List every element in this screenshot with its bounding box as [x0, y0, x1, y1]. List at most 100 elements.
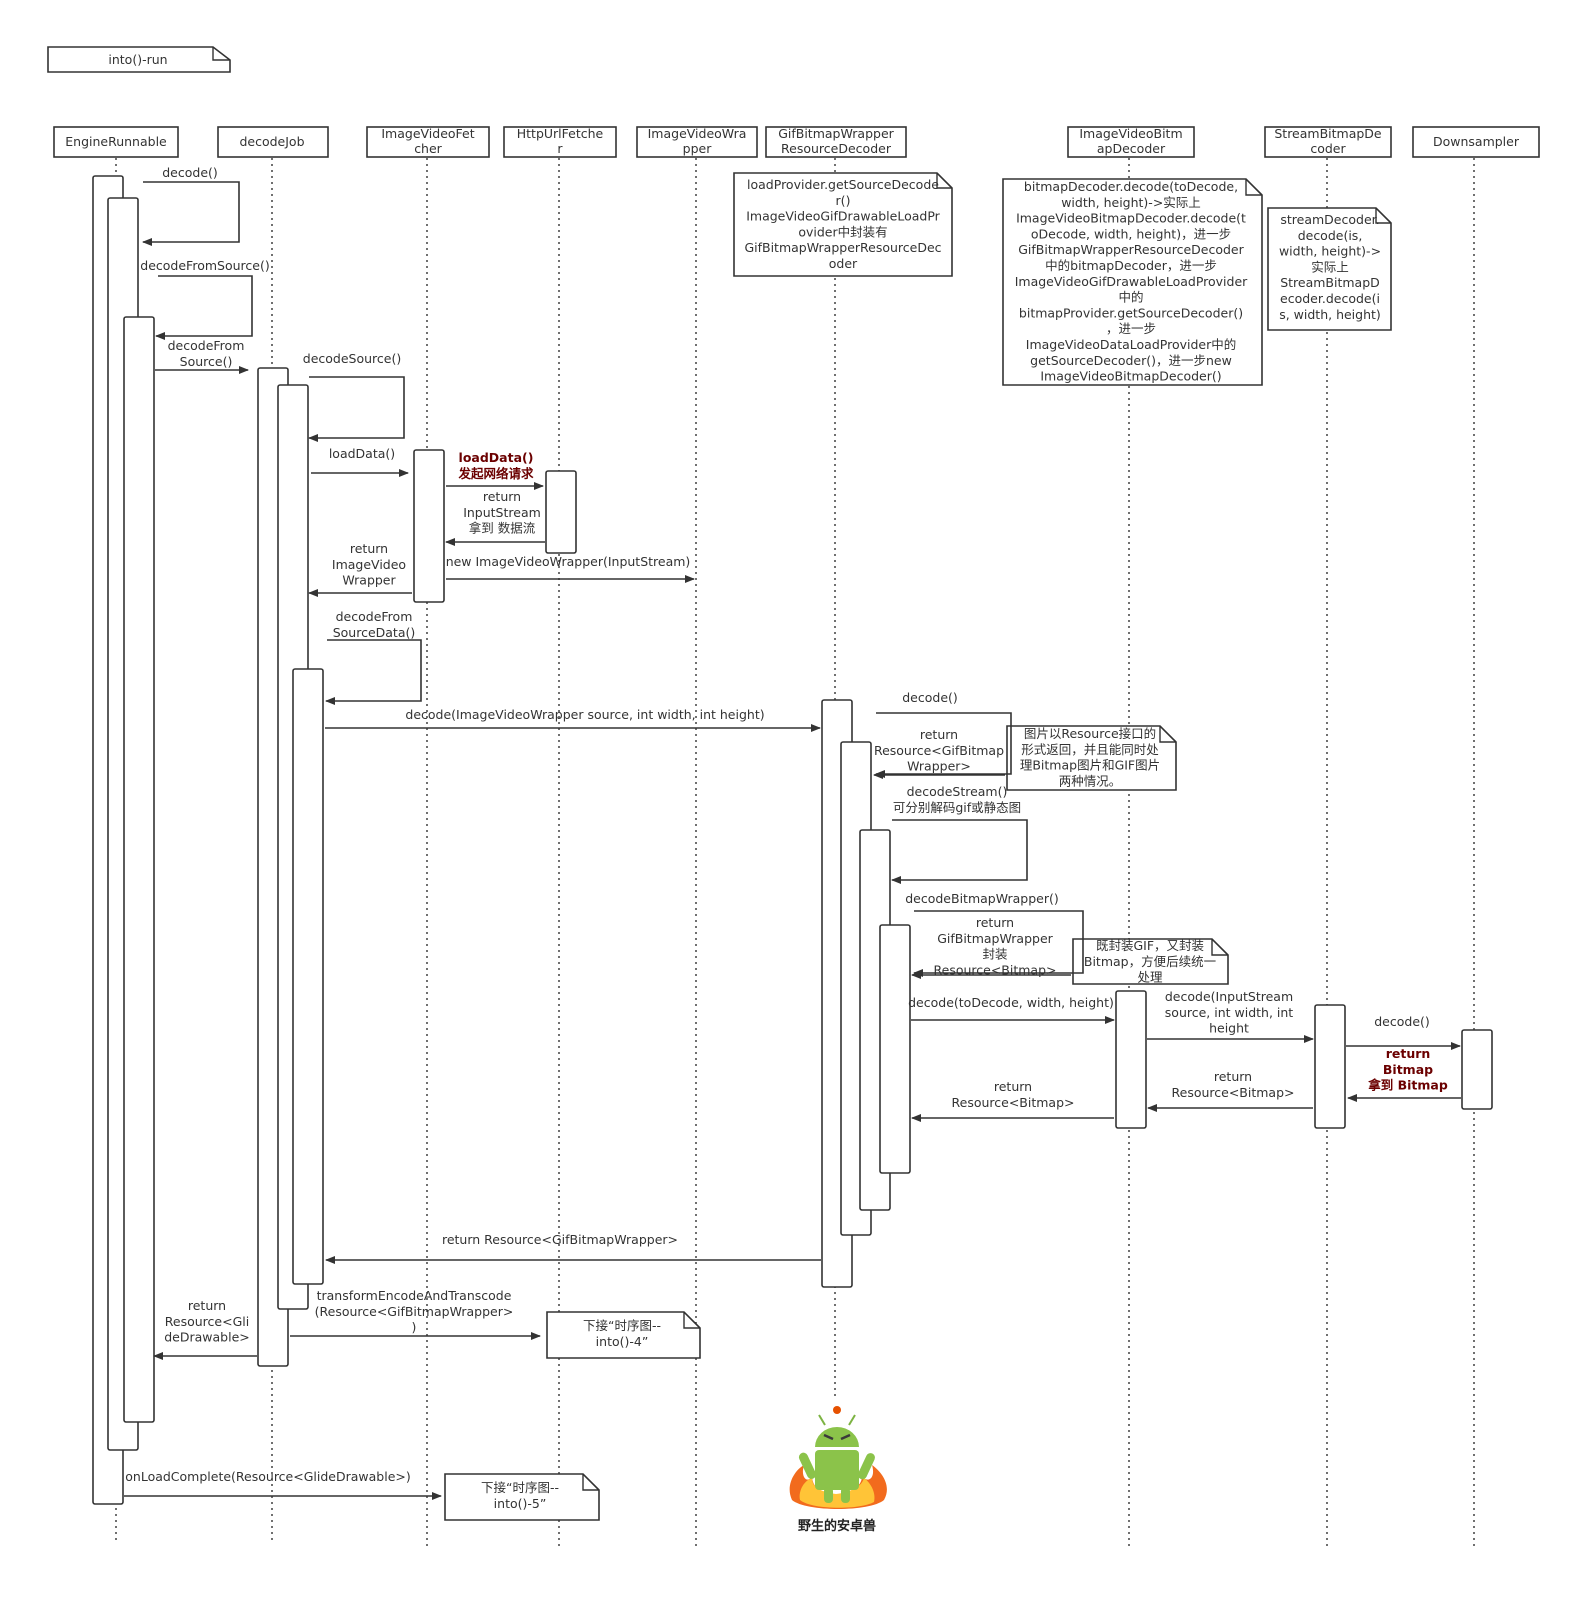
text-line: Resource<Bitmap>	[934, 962, 1057, 977]
text-line: width, height)->实际上	[1061, 195, 1201, 210]
text-line: 图片以Resource接口的	[1024, 726, 1156, 741]
text-line: return	[188, 1298, 226, 1313]
text-line: ImageVideoGifDrawableLoadPr	[746, 209, 940, 224]
text-line: HttpUrlFetche	[517, 126, 604, 141]
note-resource-interface: 图片以Resource接口的形式返回，并且能同时处理Bitmap图片和GIF图片…	[1006, 725, 1177, 791]
text-line: decodeFrom	[336, 609, 413, 624]
text-line: 拿到 数据流	[469, 521, 536, 536]
text-line: GifBitmapWrapper	[937, 931, 1053, 946]
message-label: onLoadComplete(Resource<GlideDrawable>)	[125, 1469, 411, 1484]
text-line: oDecode, width, height)，进一步	[1031, 226, 1231, 241]
message-decode-source-self: decodeSource()	[303, 351, 405, 442]
message-decode-self: decode()	[142, 165, 240, 246]
text-line: ImageVideoDataLoadProvider中的	[1026, 337, 1236, 352]
activation-bar	[1115, 990, 1147, 1129]
note-text: bitmapDecoder.decode(toDecode,width, hei…	[1015, 179, 1248, 384]
text-line: bitmapDecoder.decode(toDecode,	[1024, 179, 1238, 194]
text-line: ImageVideoBitm	[1079, 126, 1182, 141]
message-decode-from-source-self: decodeFromSource()	[140, 258, 270, 340]
note-stream-decoder: streamDecoder.decode(is,width, height)->…	[1267, 207, 1392, 331]
text-line: decode()	[1374, 1014, 1430, 1029]
activation-bar	[879, 924, 911, 1174]
text-line: r()	[836, 193, 851, 208]
message-decode-downsampler: decode()	[1346, 1014, 1461, 1050]
text-line: Resource<GifBitmap	[874, 743, 1004, 758]
message-label: return Resource<GifBitmapWrapper>	[442, 1232, 678, 1247]
text-line: 实际上	[1311, 259, 1349, 274]
text-line: height	[1209, 1021, 1249, 1036]
message-decode-to-decode: decode(toDecode, width, height)	[908, 995, 1115, 1024]
svg-text:decodeJob: decodeJob	[239, 134, 304, 149]
participant-engine-runnable: EngineRunnable	[53, 126, 179, 158]
text-line: ImageVideoBitmapDecoder()	[1040, 369, 1221, 384]
text-line: into()-5”	[494, 1496, 547, 1511]
text-line: return	[1214, 1069, 1252, 1084]
note-text: streamDecoder.decode(is,width, height)->…	[1279, 212, 1381, 322]
message-label: decode(toDecode, width, height)	[908, 995, 1114, 1010]
text-line: loadData()	[459, 450, 534, 465]
text-line: decodeBitmapWrapper()	[905, 891, 1059, 906]
text-line: Wrapper>	[907, 759, 971, 774]
text-line: ResourceDecoder	[781, 141, 892, 156]
text-line: Resource<Bitmap>	[952, 1095, 1075, 1110]
message-label: decodeStream()可分别解码gif或静态图	[893, 784, 1021, 815]
participant-decode-job: decodeJob	[217, 126, 329, 158]
activation-bar	[1461, 1029, 1493, 1110]
text-line: 可分别解码gif或静态图	[893, 800, 1021, 815]
text-line: 发起网络请求	[457, 466, 534, 481]
activation-bar	[1314, 1004, 1346, 1129]
frame-title: into()-run	[108, 52, 167, 67]
text-line: GifBitmapWrapperResourceDec	[744, 240, 941, 255]
text-line: width, height)->	[1279, 244, 1381, 259]
text-line: return	[483, 489, 521, 504]
text-line: return	[350, 541, 388, 556]
text-line: 形式返回，并且能同时处	[1021, 742, 1159, 757]
message-return-resource-gif-bitmap-wrapper-final: return Resource<GifBitmapWrapper>	[325, 1232, 821, 1264]
text-line: ，进一步	[1106, 321, 1156, 336]
text-line: deDrawable>	[164, 1330, 250, 1345]
message-on-load-complete: onLoadComplete(Resource<GlideDrawable>)	[124, 1469, 442, 1500]
android-mascot-icon	[789, 1406, 887, 1509]
text-line: StreamBitmapD	[1280, 275, 1380, 290]
message-decode-stream-self: decodeStream()可分别解码gif或静态图	[891, 784, 1028, 884]
text-line: return	[920, 727, 958, 742]
message-label: loadData()发起网络请求	[457, 450, 534, 481]
text-line: into()-4”	[596, 1334, 649, 1349]
text-line: pper	[683, 141, 713, 156]
text-line: 下接“时序图--	[481, 1480, 559, 1495]
text-line: apDecoder	[1097, 141, 1166, 156]
text-line: GifBitmapWrapper	[778, 126, 894, 141]
message-label: decodeFromSource()	[140, 258, 269, 273]
message-decode-image-video-wrapper: decode(ImageVideoWrapper source, int wid…	[325, 707, 821, 732]
message-label: decode()	[1374, 1014, 1430, 1029]
text-line: ImageVideoGifDrawableLoadProvider	[1015, 274, 1248, 289]
text-line: InputStream	[463, 505, 541, 520]
text-line: decode()	[162, 165, 218, 180]
text-line: streamDecoder.	[1280, 212, 1379, 227]
text-line: loadData()	[329, 446, 395, 461]
text-line: decode(ImageVideoWrapper source, int wid…	[405, 707, 764, 722]
text-line: GifBitmapWrapperResourceDecoder	[1018, 242, 1244, 257]
